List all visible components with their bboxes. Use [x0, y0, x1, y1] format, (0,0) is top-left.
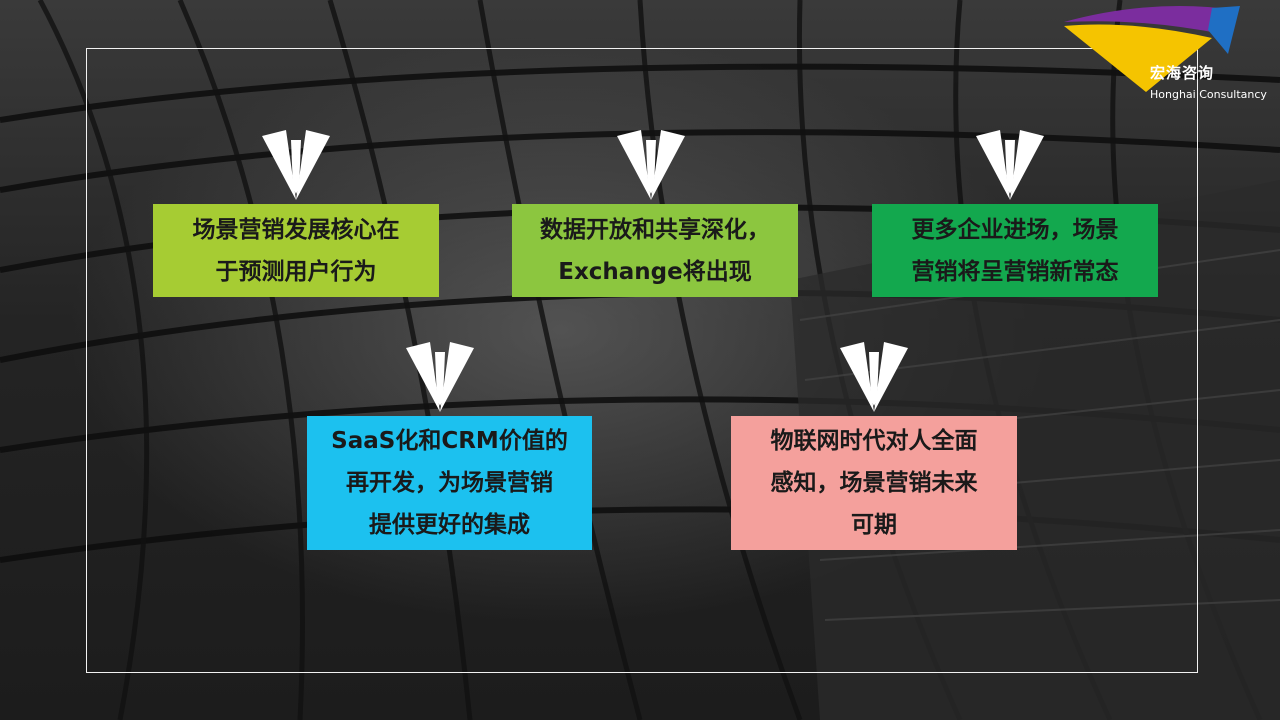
card-line: 营销将呈营销新常态: [911, 258, 1119, 285]
card-line: Exchange将出现: [558, 258, 752, 285]
company-logo: 宏海咨询 Honghai Consultancy: [1062, 4, 1276, 104]
card-line: 感知，场景营销未来: [770, 470, 978, 496]
tie-icon: [617, 130, 685, 200]
card-line: 数据开放和共享深化，: [540, 216, 770, 243]
tie-icon: [406, 342, 474, 412]
card-line: SaaS化和CRM价值的: [331, 428, 568, 454]
card-line: 物联网时代对人全面: [770, 428, 978, 454]
card-data-exchange: 数据开放和共享深化， Exchange将出现: [512, 204, 798, 297]
logo-mark-icon: [1064, 6, 1240, 92]
tie-icon: [840, 342, 908, 412]
card-more-enterprises: 更多企业进场，场景 营销将呈营销新常态: [872, 204, 1158, 297]
tie-icon: [976, 130, 1044, 200]
card-line: 更多企业进场，场景: [911, 216, 1119, 243]
logo-name-en: Honghai Consultancy: [1150, 88, 1267, 101]
logo-name-cn: 宏海咨询: [1150, 64, 1215, 82]
card-line: 可期: [851, 512, 897, 538]
card-iot: 物联网时代对人全面 感知，场景营销未来 可期: [731, 416, 1017, 550]
tie-icon: [262, 130, 330, 200]
card-saas-crm: SaaS化和CRM价值的 再开发，为场景营销 提供更好的集成: [307, 416, 592, 550]
card-scenario-core: 场景营销发展核心在 于预测用户行为: [153, 204, 439, 297]
card-line: 再开发，为场景营销: [346, 470, 553, 496]
card-line: 场景营销发展核心在: [192, 216, 400, 243]
card-line: 于预测用户行为: [215, 258, 377, 285]
card-line: 提供更好的集成: [369, 512, 530, 538]
content-frame: [86, 48, 1198, 673]
